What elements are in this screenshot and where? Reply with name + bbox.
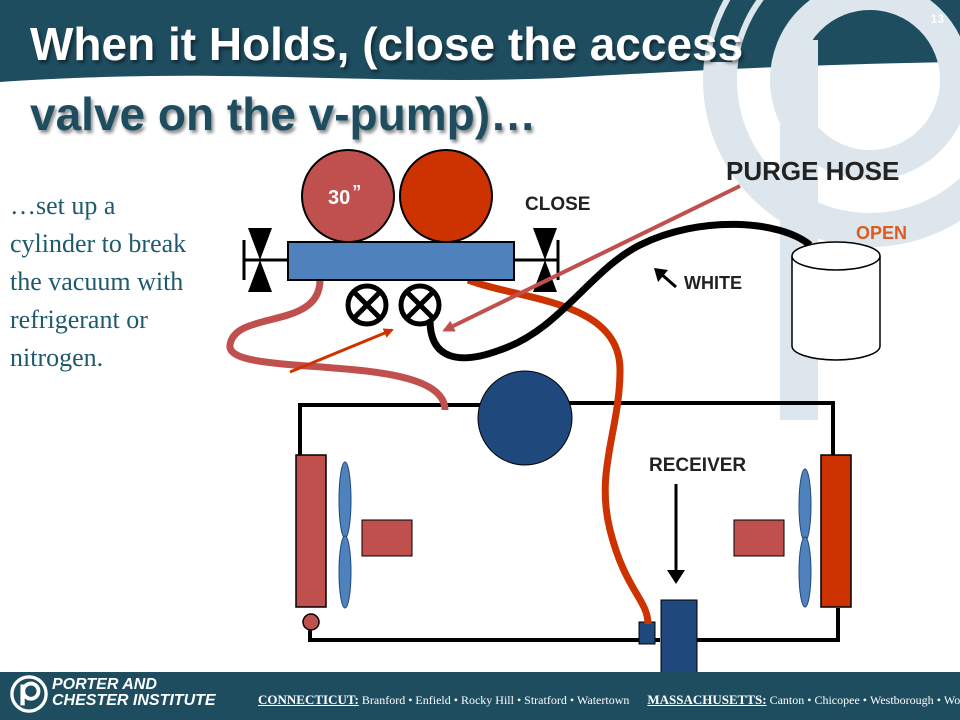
purge-hose-arrow (442, 184, 741, 332)
massachusetts-label: MASSACHUSETTS: (647, 692, 767, 707)
receiver-label: RECEIVER (649, 455, 746, 476)
right-manifold-valve (514, 228, 560, 292)
location-stratford: Stratford (524, 693, 567, 707)
slide-title-line-1: When it Holds, (close the access (30, 18, 744, 70)
manifold-gauge-set (242, 149, 560, 327)
condenser-coil (295, 454, 327, 631)
body-text: …set up a cylinder to break the vacuum w… (10, 191, 187, 372)
purge-hose-label: PURGE HOSE (726, 156, 899, 186)
white-center-hose (426, 220, 813, 362)
footer-locations: CONNECTICUT: Branford•Enfield•Rocky Hill… (258, 692, 960, 708)
left-fan (338, 461, 413, 609)
location-rocky-hill: Rocky Hill (460, 693, 514, 707)
white-hose-label: WHITE (684, 273, 742, 293)
porter-chester-logo-icon (10, 675, 48, 713)
port-valve-right (398, 283, 442, 327)
high-side-hose (466, 276, 652, 625)
port-valve-left (345, 283, 389, 327)
evaporator-coil (820, 454, 852, 608)
slide-number: 13 (930, 12, 944, 26)
location-westborough: Westborough (869, 693, 934, 707)
close-label: CLOSE (525, 194, 590, 215)
location-canton: Canton (769, 693, 805, 707)
refrigerant-cylinder (791, 241, 881, 361)
receiver-tank (638, 484, 698, 675)
location-enfield: Enfield (415, 693, 451, 707)
white-hose-pointer-icon (654, 268, 677, 289)
location-branford: Branford (361, 693, 406, 707)
location-chicopee: Chicopee (814, 693, 860, 707)
high-side-gauge (399, 149, 493, 243)
gauge-reading-label: 30” (328, 182, 361, 209)
connecticut-label: CONNECTICUT: (258, 692, 359, 707)
open-label: OPEN (856, 223, 907, 243)
company-name: PORTER AND CHESTER INSTITUTE (52, 677, 216, 709)
manifold-body (287, 241, 515, 281)
location-watertown: Watertown (577, 693, 630, 707)
left-manifold-valve (242, 228, 288, 292)
access-valve-arrow (289, 328, 394, 374)
location-woburn: Woburn (943, 693, 960, 707)
footer-bar (0, 672, 960, 720)
right-fan (733, 468, 812, 608)
slide-title-line-2: valve on the v-pump)… (30, 88, 537, 140)
low-side-hose (226, 279, 449, 411)
company-name-line-2: CHESTER INSTITUTE (52, 692, 216, 709)
compressor (477, 370, 573, 466)
company-name-line-1: PORTER AND (52, 676, 157, 693)
